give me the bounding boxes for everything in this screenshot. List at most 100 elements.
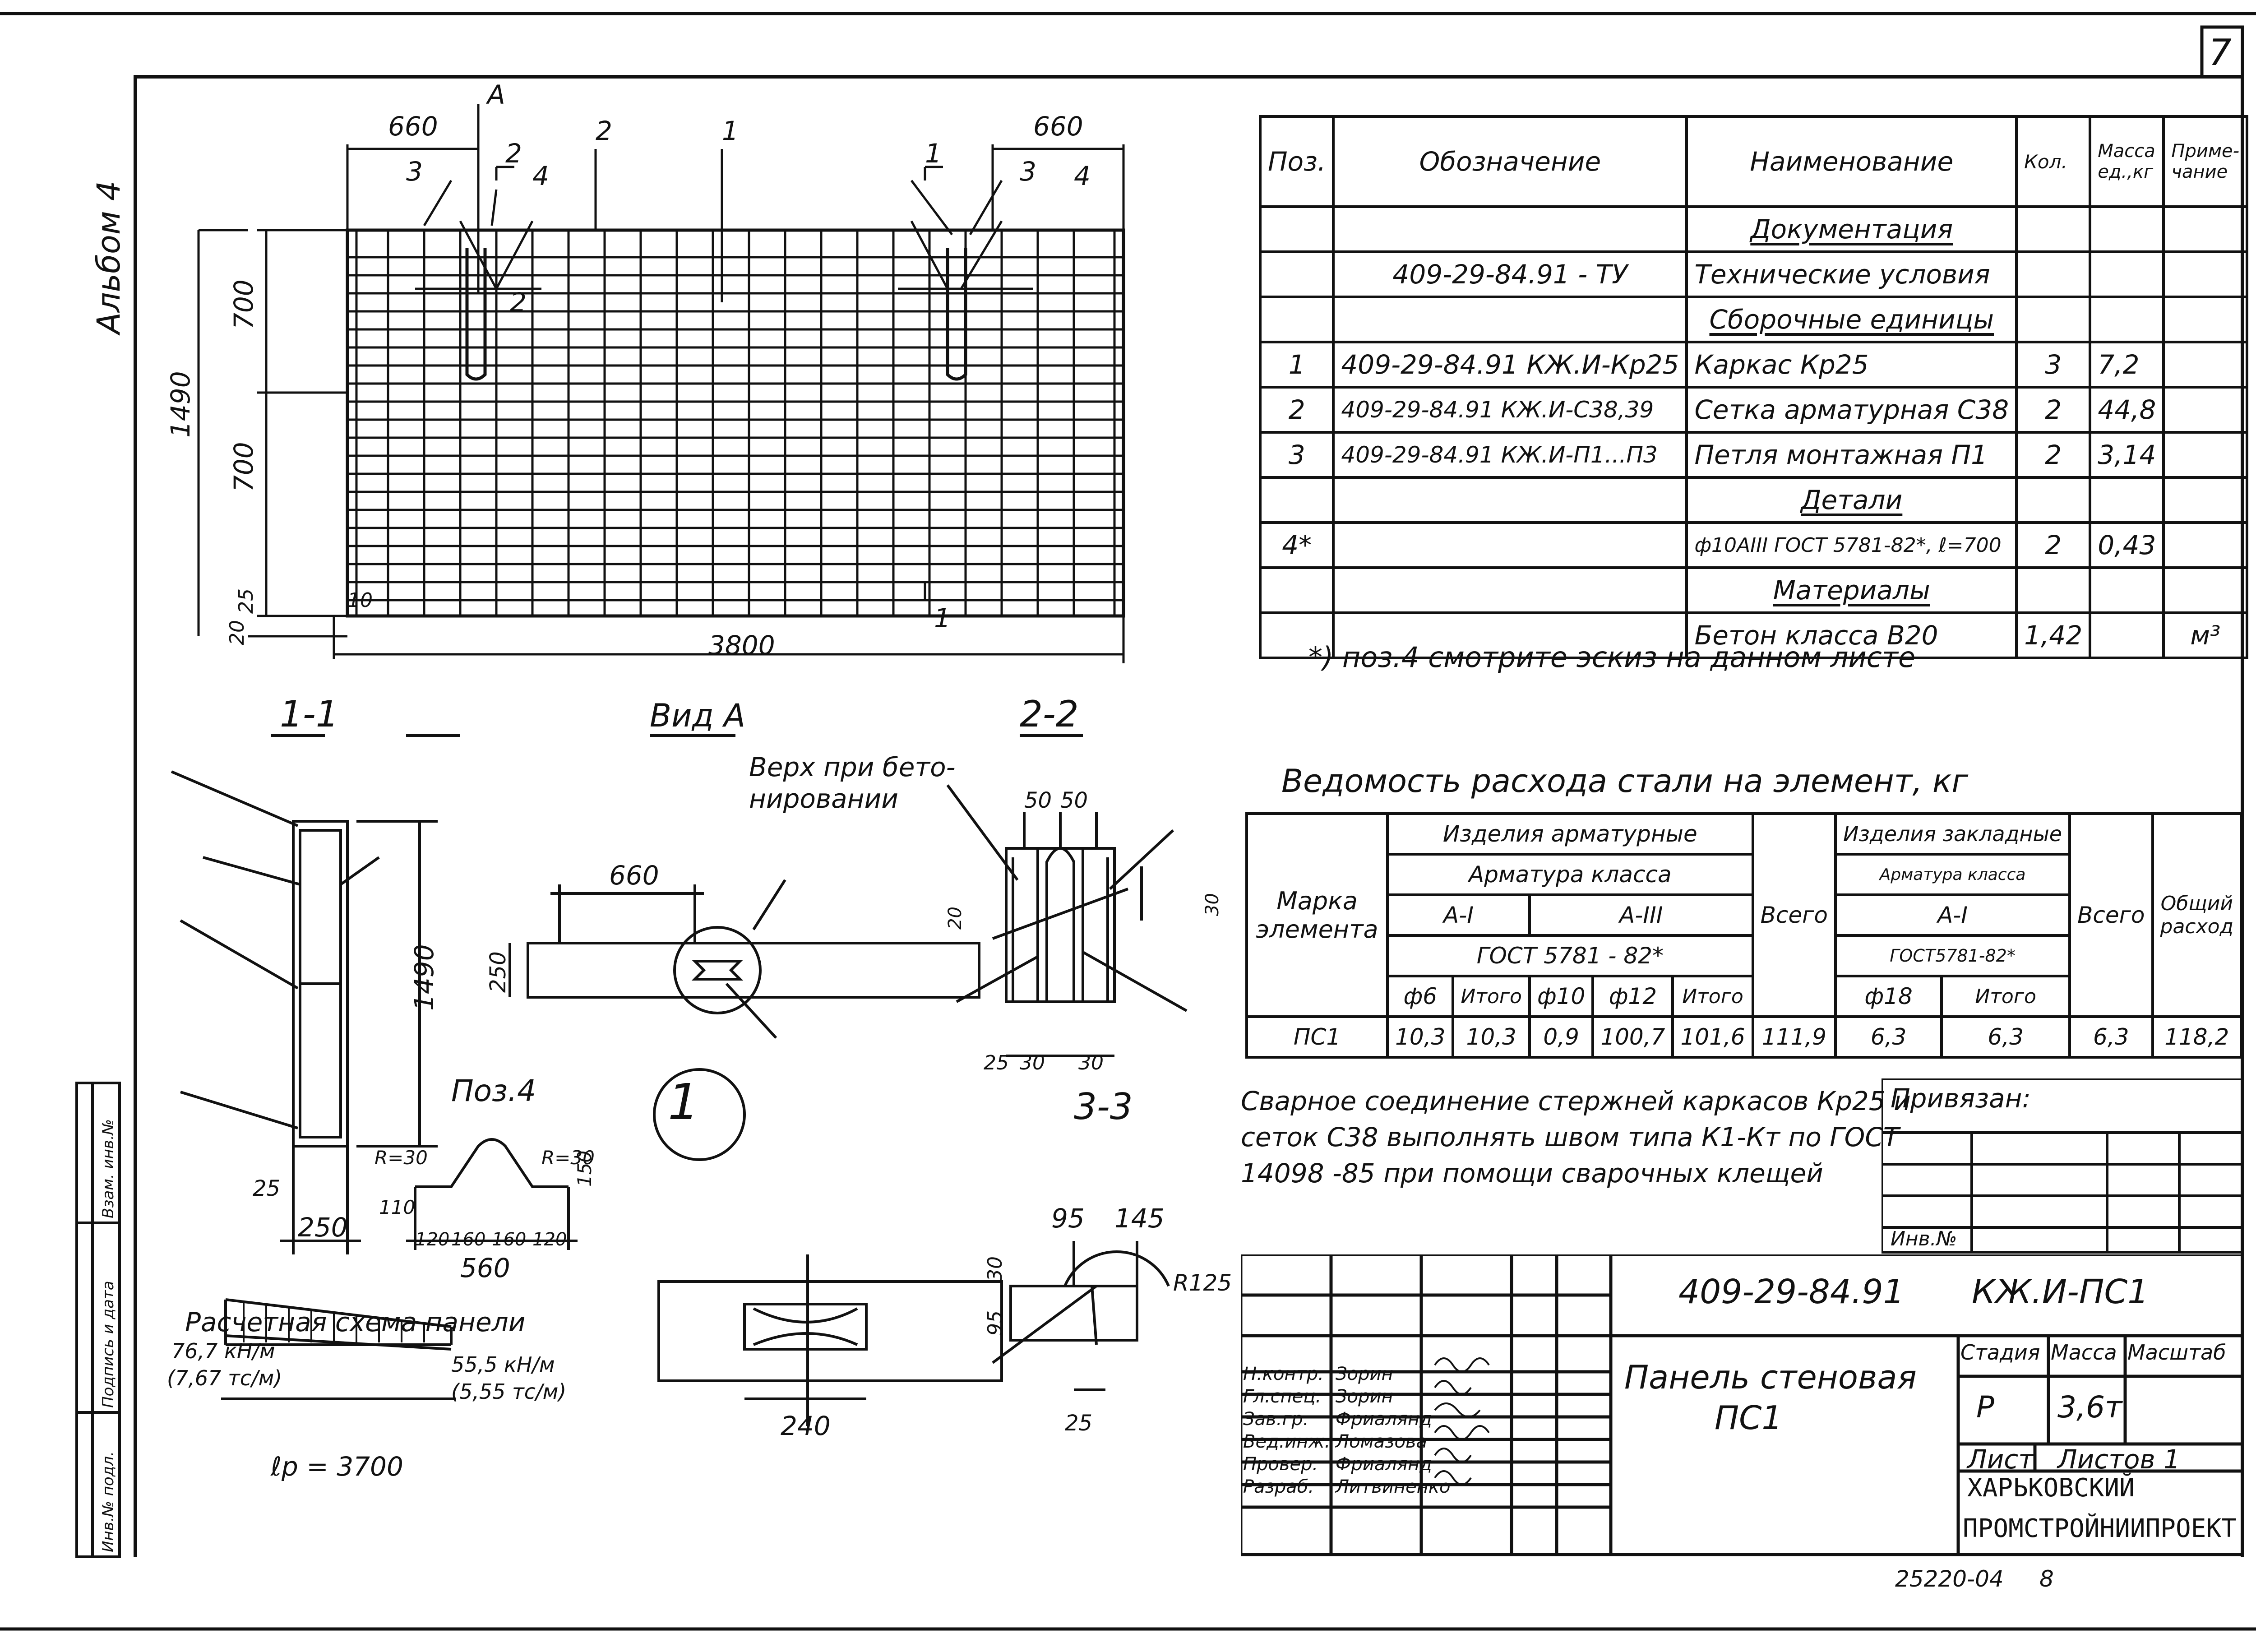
plan-view: 660 660 А 3 2 4 2 1 1 3 4 2 1490 700 700… [165,79,1125,663]
calc-right-ts: (5,55 тс/м) [451,1379,566,1404]
calc-left-kn: 76,7 кН/м [171,1339,275,1363]
s22-dim-50b: 50 [1060,788,1088,813]
plan-dim-660-right: 660 [1033,111,1083,142]
spec-h-pos: Поз. [1258,115,1335,208]
s33-dim-r125: R125 [1173,1270,1232,1296]
steel-h-zakl-a1: А-I [1834,893,2071,937]
plan-callout-3-right: 3 [1020,156,1036,187]
weld-note: Сварное соединение стержней каркасов Кр2… [1241,1083,1911,1191]
spec-des-tu: 409-29-84.91 - ТУ [1332,250,1688,298]
plan-vertical-bars [355,230,1116,616]
spec-name: Сетка арматурная С38 [1685,386,2018,434]
steel-cell: 10,3 [1386,1015,1455,1059]
spec-mass: 7,2 [2089,341,2165,389]
steel-cell: 6,3 [1940,1015,2071,1059]
steel-h-gost: ГОСТ 5781 - 82* [1386,934,1754,977]
plan-section-a: А [485,79,505,110]
plan-callout-2a: 2 [505,138,522,169]
role: Гл.спец. [1243,1386,1322,1407]
spec-row: Материалы [1258,566,2249,614]
steel-cell: 111,9 [1751,1015,1837,1059]
title-stage-h: Стадия [1960,1340,2040,1365]
s33-dim-95v: 95 [984,1310,1007,1336]
inv-no-label: Инв.№ [1891,1227,1957,1250]
spec-h-name: Наименование [1685,115,2018,208]
plan-dim-1490: 1490 [165,371,196,438]
album-label: Альбом 4 [90,180,127,334]
s22-dim-30: 30 [1202,893,1223,916]
spec-pos: 2 [1258,386,1335,434]
role: Провер. [1243,1454,1318,1475]
steel-h-f12: ф12 [1591,975,1674,1018]
plan-callout-1-right: 1 [925,138,942,169]
s33-dim-95: 95 [1051,1203,1085,1234]
steel-table: Марка элемента Изделия арматурные Всего … [1245,812,2243,1059]
steel-cell: 0,9 [1528,1015,1595,1059]
s22-dim-30a: 30 [1020,1051,1045,1074]
calc-left-ts: (7,67 тс/м) [167,1366,282,1390]
role: Зав.гр. [1243,1409,1309,1430]
section-11-label: 1-1 [280,693,339,735]
s11-dim-25: 25 [253,1176,280,1201]
detail-circle-label: 1 [668,1073,699,1131]
spec-heading-assembly: Сборочные единицы [1709,304,1994,335]
title-stage: Р [1976,1390,1994,1425]
s33-dim-25: 25 [1065,1411,1092,1436]
steel-h-f6: ф6 [1386,975,1455,1018]
spec-des: 409-29-84.91 КЖ.И-С38,39 [1332,386,1688,434]
spec-row: Сборочные единицы [1258,296,2249,343]
steel-h-marka: Марка элемента [1245,812,1389,1018]
stamp-replace: Взам. инв.№ [99,1119,117,1218]
poz4-dim-120b: 120 [532,1229,567,1250]
s11-dim-1490: 1490 [409,944,439,1011]
plan-dim-700b: 700 [228,442,259,492]
privyazan-block [1882,1078,2242,1254]
title-org-2: ПРОМСТРОЙНИИПРОЕКТ [1963,1514,2237,1543]
person-name: Фриалянд [1336,1454,1432,1475]
section-11-outline [292,820,349,1148]
archive-number: 25220-04 [1895,1566,2004,1592]
spec-pos: 3 [1258,431,1335,479]
weld-note-line: сеток С38 выполнять швом типа К1-Кт по Г… [1241,1122,1900,1152]
steel-cell: 10,3 [1452,1015,1531,1059]
spec-des: 409-29-84.91 КЖ.И-Кр25 [1332,341,1688,389]
calc-right-kn: 55,5 кН/м [451,1352,555,1377]
steel-title: Ведомость расхода стали на элемент, кг [1281,763,1969,800]
archive-page: 8 [2039,1566,2054,1592]
plan-label-2: 2 [510,287,527,318]
vid-dim-250: 250 [485,951,511,993]
spec-mass: 3,14 [2089,431,2165,479]
spec-name: Каркас Кр25 [1685,341,2018,389]
spec-pos: 4* [1258,521,1335,569]
title-scale-h: Масштаб [2127,1340,2226,1365]
steel-cell: 100,7 [1591,1015,1674,1059]
plan-dim-25: 25 [235,588,258,614]
spec-heading-materials: Материалы [1773,575,1930,606]
verh-line1: Верх при бето- [749,752,956,782]
steel-h-zakl: Изделия закладные [1834,812,2071,856]
sheet-number: 7 [2209,32,2232,74]
plan-callout-2b: 2 [596,116,612,146]
steel-h-itogo3: Итого [1940,975,2071,1018]
steel-h-vsego1: Всего [1751,812,1837,1018]
steel-h-zakl-class: Арматура класса [1834,853,2071,896]
spec-header-row: Поз. Обозначение Наименование Кол. Масса… [1258,115,2249,208]
steel-h-total: Общий расход [2151,812,2243,1018]
spec-pos: 1 [1258,341,1335,389]
steel-cell-total: 118,2 [2151,1015,2243,1059]
poz4-dim-110: 110 [379,1196,415,1218]
sections-drawing: 1-1 Вид А 2-2 3-3 Поз.4 Верх при бето- н… [167,693,1232,1482]
person-name: Зорин [1336,1364,1393,1384]
spec-footnote: *) поз.4 смотрите эскиз на данном листе [1308,641,1916,674]
spec-name: ф10АIII ГОСТ 5781-82*, ℓ=700 [1685,521,2018,569]
title-org-1: ХАРЬКОВСКИЙ [1967,1473,2135,1503]
plan-callout-4: 4 [532,161,549,191]
steel-h-itogo1: Итого [1452,975,1531,1018]
plan-dim-10: 10 [347,589,373,612]
vid-dim-660: 660 [609,860,659,891]
steel-h-arm: Изделия арматурные [1386,812,1754,856]
